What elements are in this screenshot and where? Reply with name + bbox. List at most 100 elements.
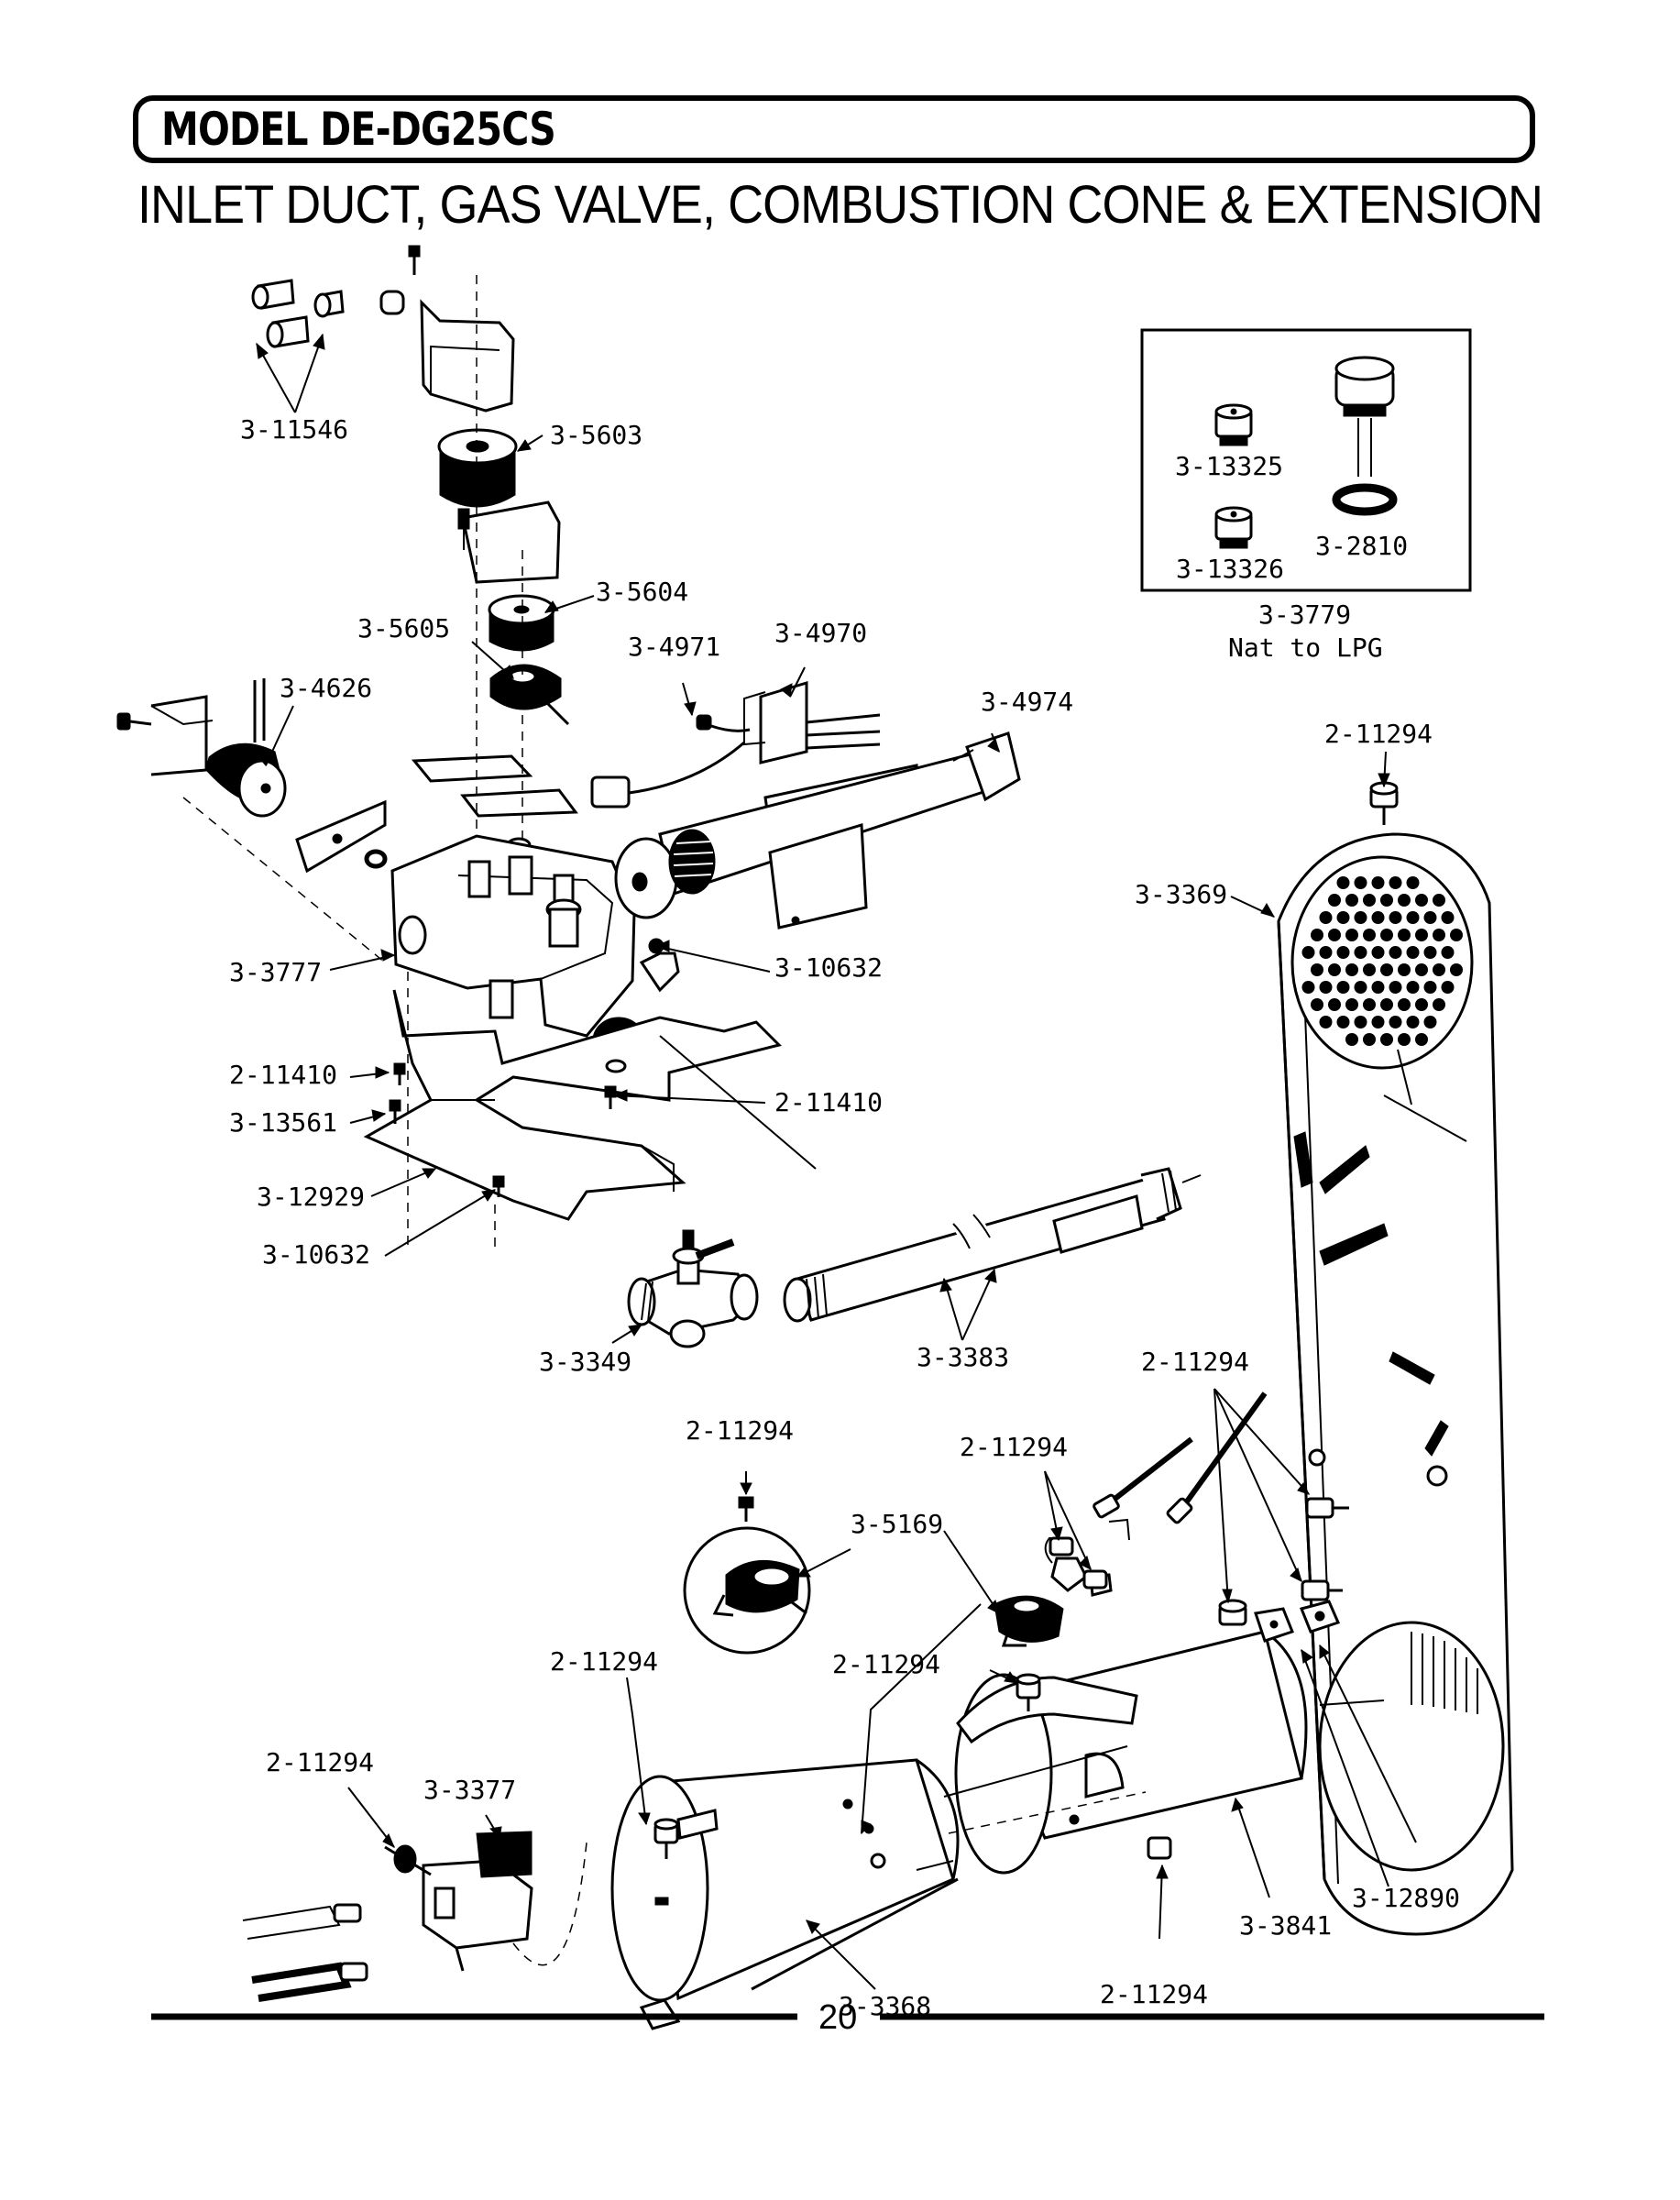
grille-hole [1363, 929, 1376, 941]
label-5604: 3-5604 [596, 577, 688, 607]
page-number: 20 [818, 1998, 858, 2037]
grille-hole [1398, 929, 1411, 941]
grille-hole [1406, 911, 1420, 924]
label-10632-upper: 3-10632 [774, 952, 883, 983]
valve-bracket-12929-part [363, 989, 782, 1221]
grille-hole [1433, 894, 1445, 907]
grille-hole [1415, 929, 1428, 941]
grille-hole [1354, 946, 1367, 959]
label-4974: 3-4974 [981, 687, 1073, 717]
grille-hole [1345, 998, 1358, 1011]
grille-hole [1336, 911, 1350, 924]
grille-hole [1301, 981, 1315, 994]
cone-extension-3841-part [943, 1607, 1308, 1875]
label-3383: 3-3383 [917, 1342, 1009, 1372]
grille-hole [1328, 998, 1341, 1011]
label-11294-cone: 2-11294 [550, 1646, 658, 1677]
solenoid-coils-assembly [251, 245, 578, 880]
grille-hole [1389, 1016, 1402, 1028]
grille-hole [1328, 963, 1341, 976]
grille-hole [1354, 876, 1367, 889]
grille-hole [1389, 946, 1402, 959]
label-3369: 3-3369 [1135, 879, 1227, 909]
label-11294-limit: 2-11294 [266, 1747, 374, 1777]
label-4970: 3-4970 [774, 618, 867, 648]
grille-hole [1363, 963, 1376, 976]
model-header-box [133, 95, 1535, 163]
grille-hole [1433, 998, 1445, 1011]
grille-hole [1336, 946, 1350, 959]
orifice-13325-part [1214, 403, 1253, 446]
grille-hole [1389, 876, 1402, 889]
grille-hole [1380, 998, 1393, 1011]
conversion-kit-inset [1140, 328, 1472, 592]
label-3777: 3-3777 [229, 957, 322, 987]
grille-hole [1389, 981, 1402, 994]
grille-hole [1345, 963, 1358, 976]
terminal-pins-part [251, 279, 345, 348]
grille-hole [1319, 911, 1333, 924]
grille-hole [1380, 1033, 1393, 1046]
label-3377: 3-3377 [423, 1775, 516, 1805]
grille-hole [1336, 876, 1350, 889]
page-title: INLET DUCT, GAS VALVE, COMBUSTION CONE &… [137, 175, 1543, 235]
label-inset-13325: 3-13325 [1175, 451, 1283, 481]
grille-hole [1319, 1016, 1333, 1028]
label-11294-top: 2-11294 [1324, 719, 1433, 749]
label-11294-extension: 2-11294 [832, 1649, 940, 1679]
grille-hole [1319, 981, 1333, 994]
grille-hole [1450, 963, 1463, 976]
label-4626: 3-4626 [280, 673, 372, 703]
grille-hole [1398, 998, 1411, 1011]
grille-hole [1345, 894, 1358, 907]
label-13561: 3-13561 [229, 1107, 337, 1138]
grille-hole [1406, 1016, 1420, 1028]
grille-hole [1328, 929, 1341, 941]
screws-group [389, 1059, 627, 1197]
grille-hole [1380, 894, 1393, 907]
grille-hole [1398, 894, 1411, 907]
grille-hole [1415, 894, 1428, 907]
grille-hole [1363, 1033, 1376, 1046]
grille-hole [1336, 981, 1350, 994]
grille-hole [1406, 981, 1420, 994]
grille-hole [1441, 946, 1455, 959]
grille-hole [1398, 1033, 1411, 1046]
label-3841: 3-3841 [1239, 1910, 1332, 1941]
thermostat-5169-detail [683, 1496, 811, 1655]
label-12929: 3-12929 [257, 1182, 365, 1212]
label-11546: 3-11546 [240, 414, 348, 445]
grille-hole [1398, 963, 1411, 976]
grille-hole [1345, 1033, 1358, 1046]
combustion-cone-3368-part [610, 1758, 960, 2030]
label-kit-number: 3-3779 [1258, 600, 1351, 630]
label-10632-lower: 3-10632 [262, 1239, 370, 1270]
grille-hole [1371, 981, 1385, 994]
inset-frame [1140, 328, 1472, 592]
grille-hole [1423, 1016, 1437, 1028]
wire-harness [1093, 1392, 1268, 1524]
shutoff-valve-3349-part [627, 1229, 759, 1348]
part-number-labels: 3-13325 3-13326 3-2810 3-3779 Nat to LPG… [229, 414, 1460, 2021]
grille-hole [1371, 911, 1385, 924]
label-inset-13326: 3-13326 [1176, 554, 1284, 584]
leader-arrowheads [256, 333, 1390, 1934]
grille-hole [1371, 946, 1385, 959]
disc-5605-part [489, 664, 570, 726]
grille-hole [1363, 998, 1376, 1011]
grille-hole [1345, 929, 1358, 941]
label-3349: 3-3349 [539, 1347, 631, 1377]
grille-hole [1371, 876, 1385, 889]
burner-igniter-assembly [590, 680, 1021, 930]
grille-hole [1406, 946, 1420, 959]
grille-holes [1301, 876, 1463, 1046]
grille-hole [1380, 929, 1393, 941]
label-11410-right: 2-11410 [774, 1087, 883, 1117]
label-4971: 3-4971 [628, 632, 720, 662]
coil-5603-part [437, 428, 518, 508]
coil-5604-part [488, 594, 555, 652]
grille-hole [1406, 876, 1420, 889]
label-5169: 3-5169 [851, 1509, 943, 1539]
grille-hole [1415, 1033, 1428, 1046]
regulator-cap-2810-part [1332, 356, 1398, 516]
